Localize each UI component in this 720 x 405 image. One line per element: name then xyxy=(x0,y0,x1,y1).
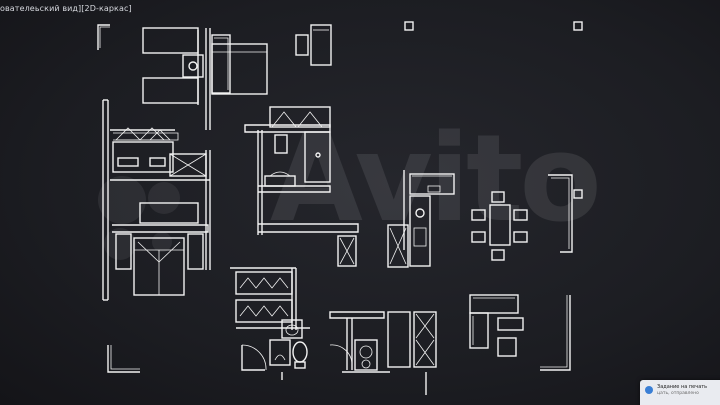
left-bedroom xyxy=(110,127,211,296)
viewport-label[interactable]: ователеьский вид][2D-каркас] xyxy=(0,4,132,13)
kitchen xyxy=(387,170,455,268)
dining-table xyxy=(471,191,528,261)
avito-logo-watermark xyxy=(98,176,180,260)
printer-icon xyxy=(645,386,653,394)
wardrobes xyxy=(230,267,310,330)
bathroom-bottom xyxy=(241,319,308,380)
sofa xyxy=(469,294,524,357)
chair-top xyxy=(295,24,332,66)
notification-title: Задание на печать xyxy=(657,384,708,390)
corner-markers xyxy=(97,21,583,373)
print-notification[interactable]: Задание на печать цать, отправлено xyxy=(640,380,720,405)
notification-body: цать, отправлено xyxy=(657,391,699,396)
laundry xyxy=(329,311,437,395)
central-bathroom xyxy=(244,106,359,267)
avito-watermark-text: Avito xyxy=(270,110,602,249)
left-wall xyxy=(102,99,109,301)
bedroom-top xyxy=(142,27,268,130)
